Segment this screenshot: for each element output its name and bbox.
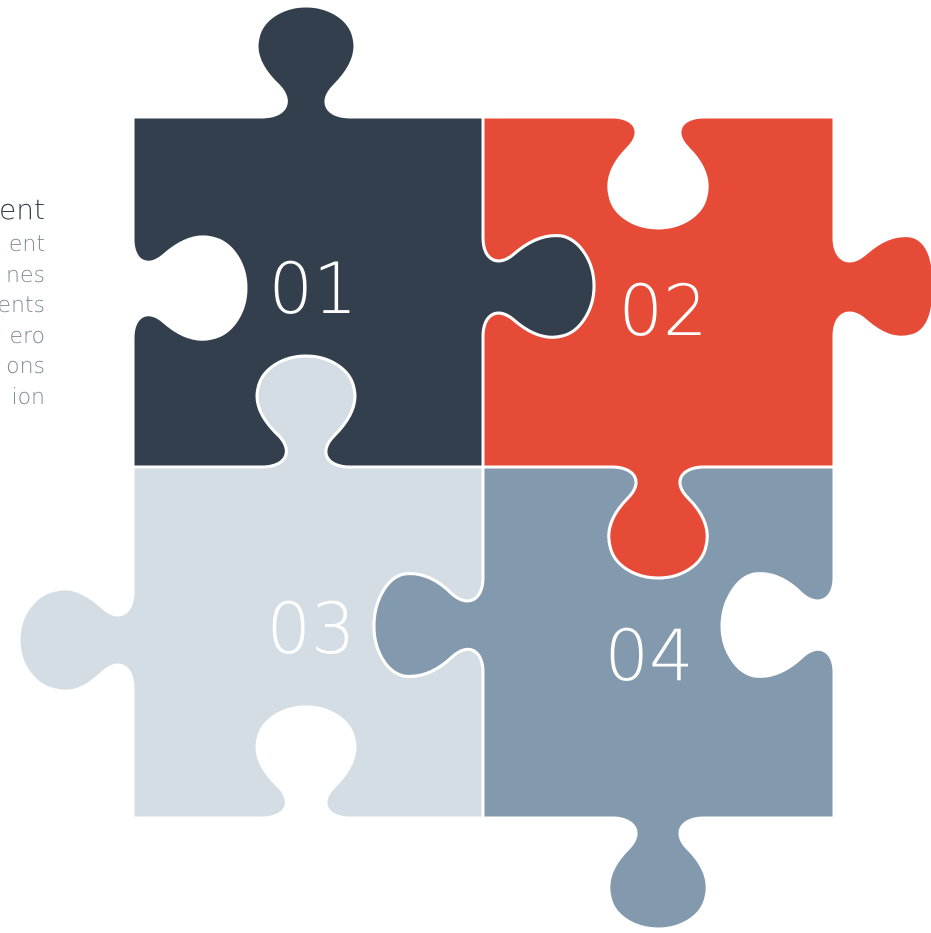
text-panel-line: ons — [6, 354, 45, 379]
text-panel-line: nes — [6, 262, 45, 288]
puzzle-label-04: 04 — [604, 615, 693, 697]
puzzle-label-01: 01 — [268, 248, 357, 330]
puzzle-piece-01 — [131, 4, 596, 469]
text-panel-title: ent — [0, 193, 45, 226]
text-panel: ent ent nes ents ero ons ion — [0, 190, 45, 413]
text-panel-line: ero — [9, 323, 45, 349]
text-panel-line: ents — [0, 293, 45, 318]
puzzle-label-02: 02 — [618, 270, 707, 352]
text-panel-line: ent — [8, 232, 45, 257]
text-panel-line: ion — [11, 384, 45, 410]
text-panel-body: ent nes ents ero ons ion — [0, 230, 45, 413]
puzzle-label-03: 03 — [266, 588, 355, 670]
